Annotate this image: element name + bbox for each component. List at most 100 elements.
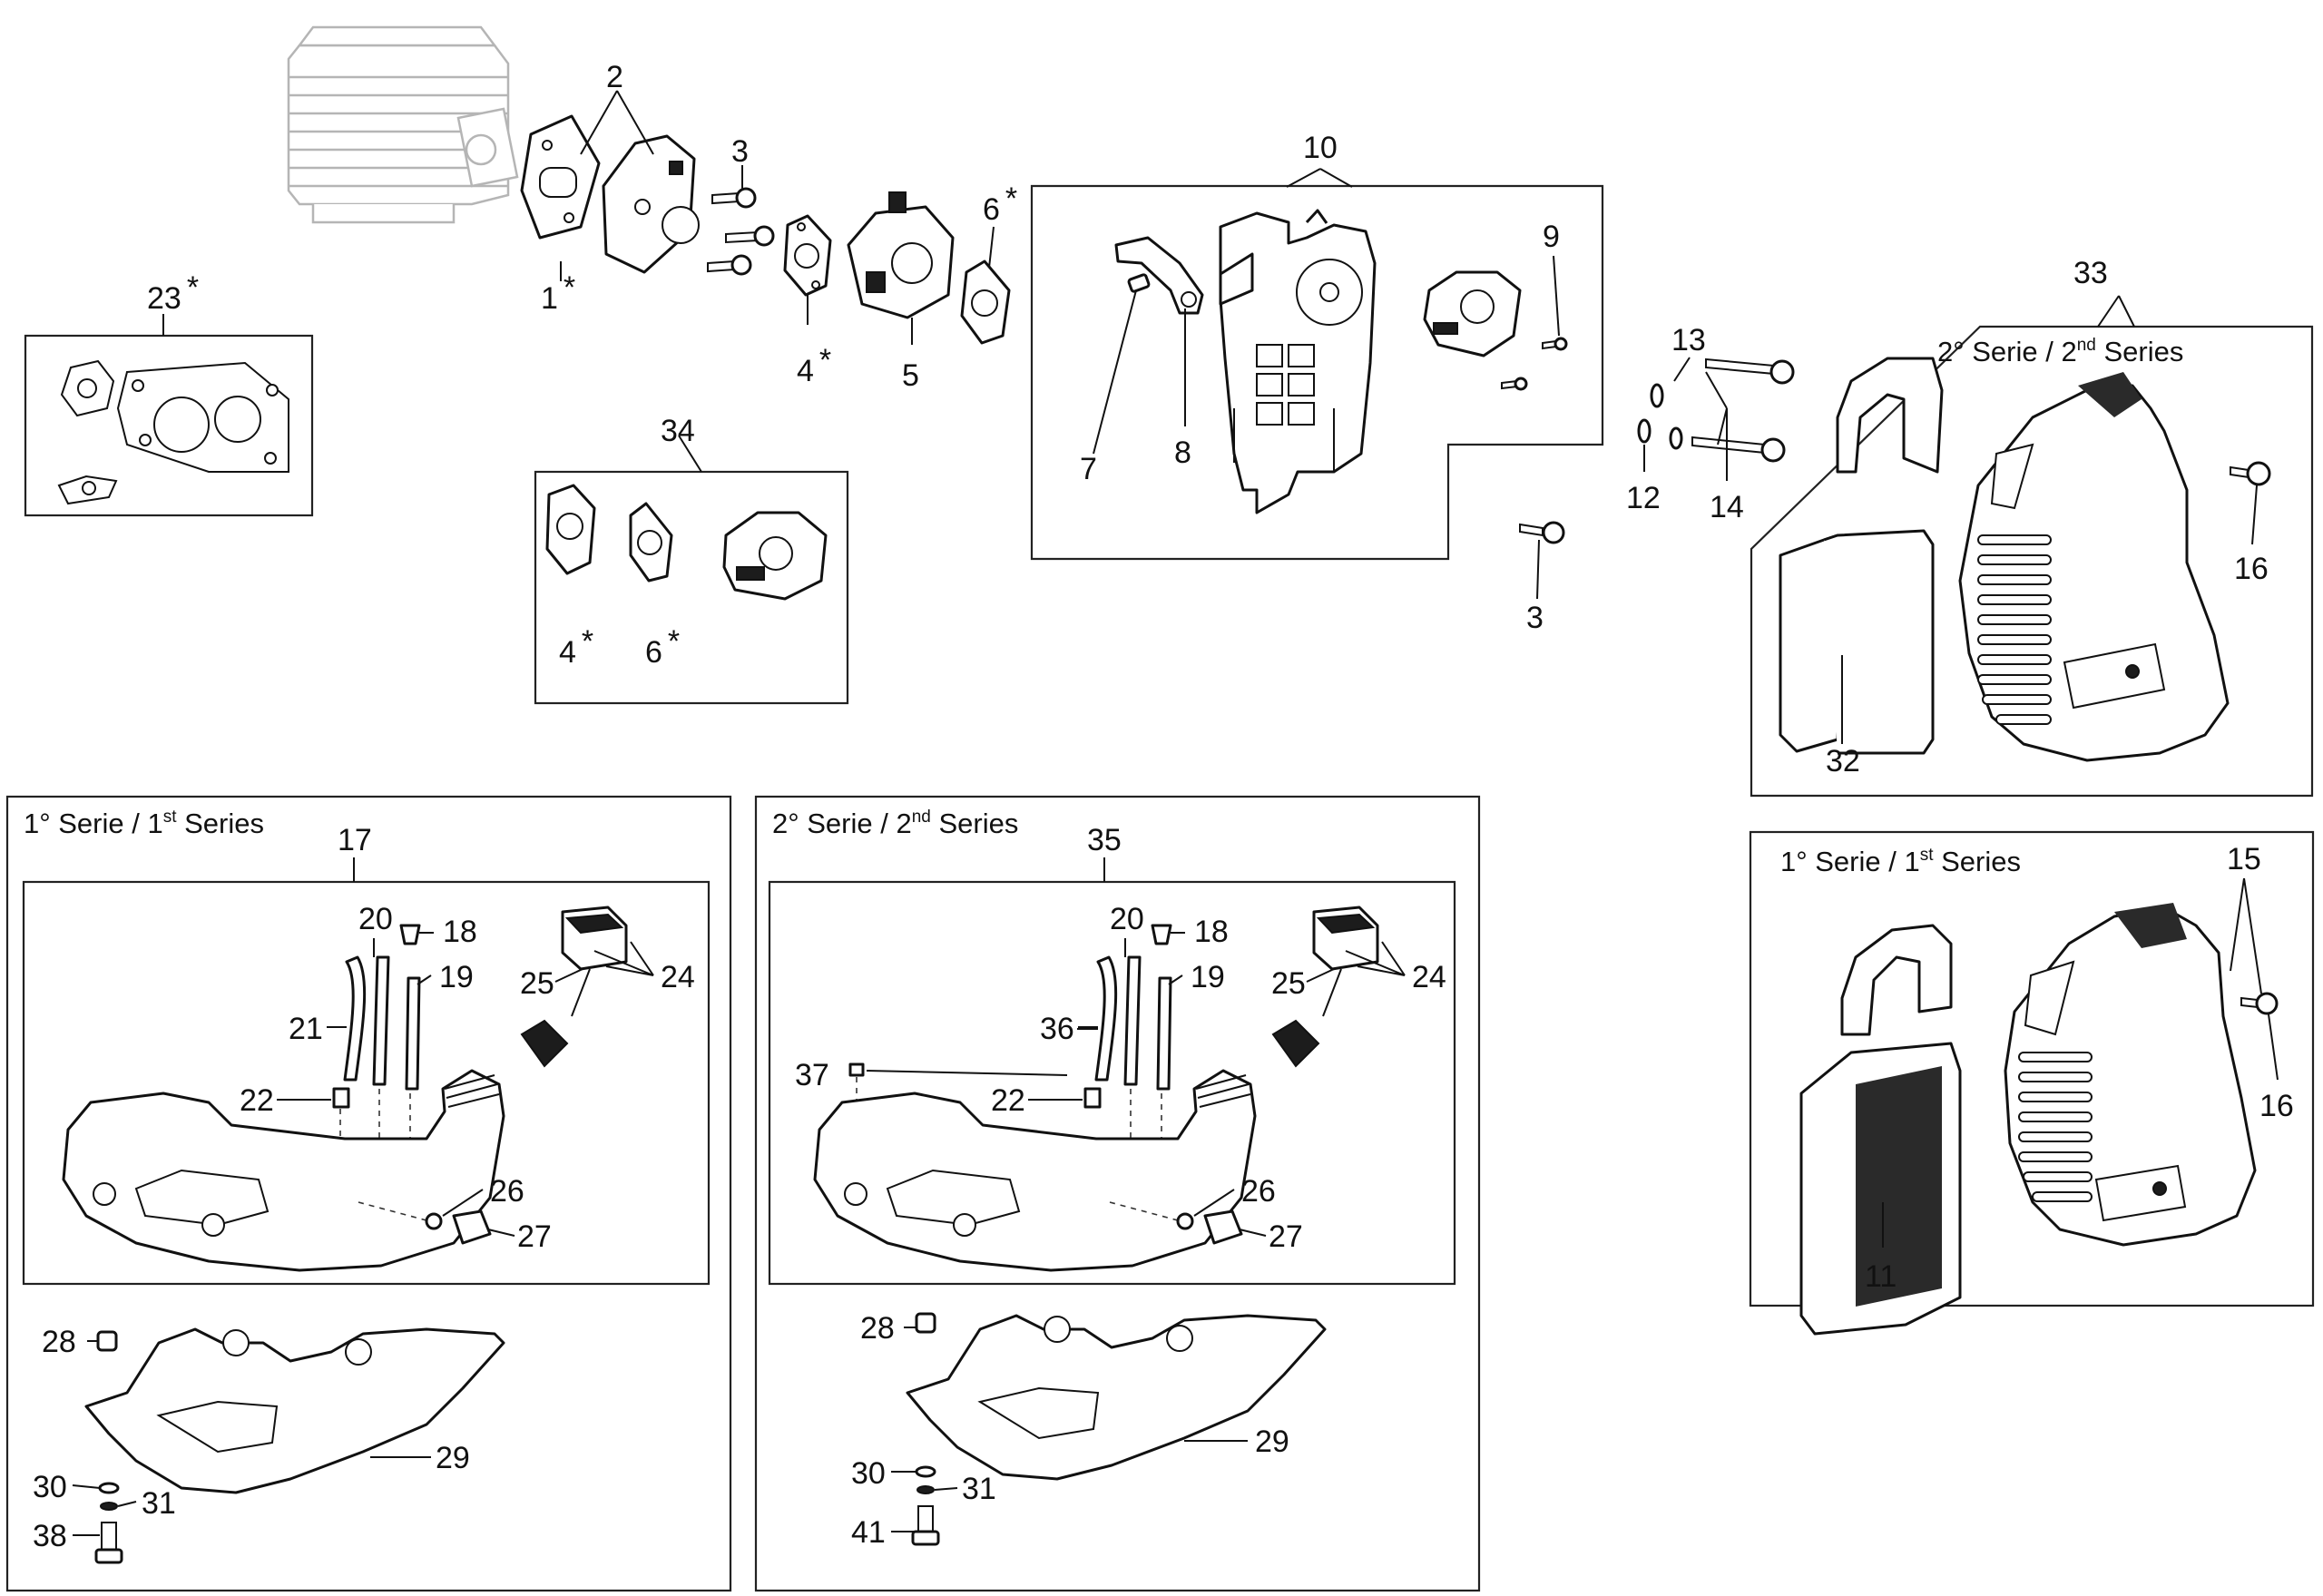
part-6-gasket — [960, 259, 1011, 345]
callout-32: 32 — [1826, 744, 1860, 778]
part-7-screw — [1127, 273, 1151, 293]
frame-tank-35 — [768, 880, 1456, 1286]
callout-31-s1: 31 — [142, 1486, 176, 1521]
tank-series1-fuel-cap — [520, 906, 628, 1068]
callout-labels: 1* 2 3 3 4* 4* 5 6* 6* 7 8 9 10 11 12 13… — [33, 60, 2294, 1553]
part-13-washers — [1650, 383, 1683, 450]
tank-series1-body — [62, 1069, 505, 1272]
callout-24-s2: 24 — [1412, 960, 1446, 994]
callout-27-s1: 27 — [517, 1219, 552, 1254]
frame-filter-series2-33 — [1750, 325, 2314, 798]
cover-vents-series2 — [1977, 534, 2052, 725]
callout-25-s1: 25 — [520, 966, 554, 1001]
callout-6-top: 6* — [983, 181, 1017, 227]
callout-29-s1: 29 — [436, 1441, 470, 1475]
callout-20-s1: 20 — [358, 902, 393, 936]
part-16-screw-top — [2230, 461, 2271, 486]
frame-tank-series1 — [5, 795, 732, 1592]
cover-vents-series1 — [2018, 1052, 2093, 1202]
part-3-screw-lower — [1519, 521, 1565, 544]
part-10-carb-cover — [1423, 270, 1522, 357]
callout-33: 33 — [2073, 256, 2108, 290]
part-9-screws — [1501, 337, 1568, 391]
callout-18-s1: 18 — [443, 915, 477, 949]
callout-3-lower: 3 — [1526, 601, 1544, 635]
cylinder-ghost — [287, 25, 519, 224]
callout-14: 14 — [1710, 490, 1744, 524]
callout-6-kit: 6* — [645, 624, 680, 670]
guard-series2 — [906, 1312, 1327, 1546]
callout-25-s2: 25 — [1271, 966, 1306, 1001]
callout-17: 17 — [338, 823, 372, 857]
callout-26-s1: 26 — [490, 1174, 524, 1209]
part-33-filter-cover-series2 — [1958, 372, 2230, 762]
part-15-filter-cover-series1 — [2004, 903, 2257, 1247]
callout-19-s2: 19 — [1191, 960, 1225, 994]
tank-series2-small-parts — [1109, 1201, 1243, 1245]
part-2-intake-flange — [602, 134, 700, 274]
callout-19-s1: 19 — [439, 960, 474, 994]
part-16-screw-bottom — [2240, 992, 2279, 1015]
callout-38: 38 — [33, 1519, 67, 1553]
callout-9: 9 — [1543, 220, 1560, 254]
callout-8: 8 — [1174, 436, 1191, 470]
callout-20-s2: 20 — [1110, 902, 1144, 936]
part-12-washer — [1637, 418, 1652, 444]
callout-21: 21 — [289, 1012, 323, 1046]
callout-24-s1: 24 — [661, 960, 695, 994]
callout-18-s2: 18 — [1194, 915, 1229, 949]
leader-lines — [72, 90, 2279, 1536]
part-14-bolts — [1691, 357, 1795, 463]
callout-13: 13 — [1671, 323, 1706, 357]
callout-31-s2: 31 — [962, 1472, 996, 1506]
callout-10: 10 — [1303, 131, 1338, 165]
tank-series2-fuel-cap — [1271, 906, 1379, 1068]
frame-kit-34 — [534, 470, 849, 705]
callout-23: 23* — [147, 270, 199, 316]
callout-26-s2: 26 — [1241, 1174, 1276, 1209]
callout-28-s1: 28 — [42, 1325, 76, 1359]
callout-36: 36 — [1040, 1012, 1074, 1046]
callout-29-s2: 29 — [1255, 1425, 1289, 1459]
callout-1: 1* — [541, 270, 575, 316]
caption-series1-filter: 1° Serie / 1st Series — [1780, 846, 2021, 877]
callout-30-s1: 30 — [33, 1470, 67, 1504]
caption-series2-tank: 2° Serie / 2nd Series — [772, 808, 1018, 839]
part-32-air-filter-series2 — [1779, 357, 1944, 755]
part-11-air-filter-series1 — [1799, 924, 1962, 1336]
part-1-gasket — [520, 114, 601, 240]
callout-28-s2: 28 — [860, 1311, 895, 1346]
callout-2: 2 — [606, 60, 623, 94]
part-5-carburetor — [847, 191, 955, 319]
frame-tank-17 — [22, 880, 711, 1286]
callout-4-top: 4* — [797, 343, 831, 388]
caption-series2-filter: 2° Serie / 2nd Series — [1937, 336, 2183, 367]
part-34-kit — [545, 484, 828, 601]
callout-15: 15 — [2227, 842, 2261, 876]
part-4-gasket — [783, 214, 832, 297]
callout-35: 35 — [1087, 823, 1122, 857]
part-8-choke-lever — [1114, 236, 1204, 315]
frame-air-filter-box-10 — [1030, 184, 1604, 561]
callout-41: 41 — [851, 1515, 886, 1550]
tank-series2-body — [813, 1069, 1257, 1272]
callout-7: 7 — [1080, 452, 1097, 486]
callout-11: 11 — [1865, 1259, 1897, 1294]
callout-16-top: 16 — [2234, 552, 2269, 586]
callout-3-top: 3 — [731, 134, 749, 169]
callout-22-s1: 22 — [240, 1083, 274, 1118]
callout-5: 5 — [902, 358, 919, 393]
group-frames — [5, 184, 2315, 1592]
callout-30-s2: 30 — [851, 1456, 886, 1491]
frame-filter-series1 — [1749, 830, 2315, 1307]
callout-16-bottom: 16 — [2259, 1089, 2294, 1123]
callout-27-s2: 27 — [1269, 1219, 1303, 1254]
callout-34: 34 — [661, 414, 695, 448]
part-3-screws-top — [707, 187, 775, 276]
part-23-gasket-kit — [57, 359, 289, 505]
part-10-air-filter-base — [1219, 209, 1377, 514]
frame-tank-series2 — [754, 795, 1481, 1592]
callout-22-s2: 22 — [991, 1083, 1025, 1118]
callout-12: 12 — [1626, 481, 1661, 515]
